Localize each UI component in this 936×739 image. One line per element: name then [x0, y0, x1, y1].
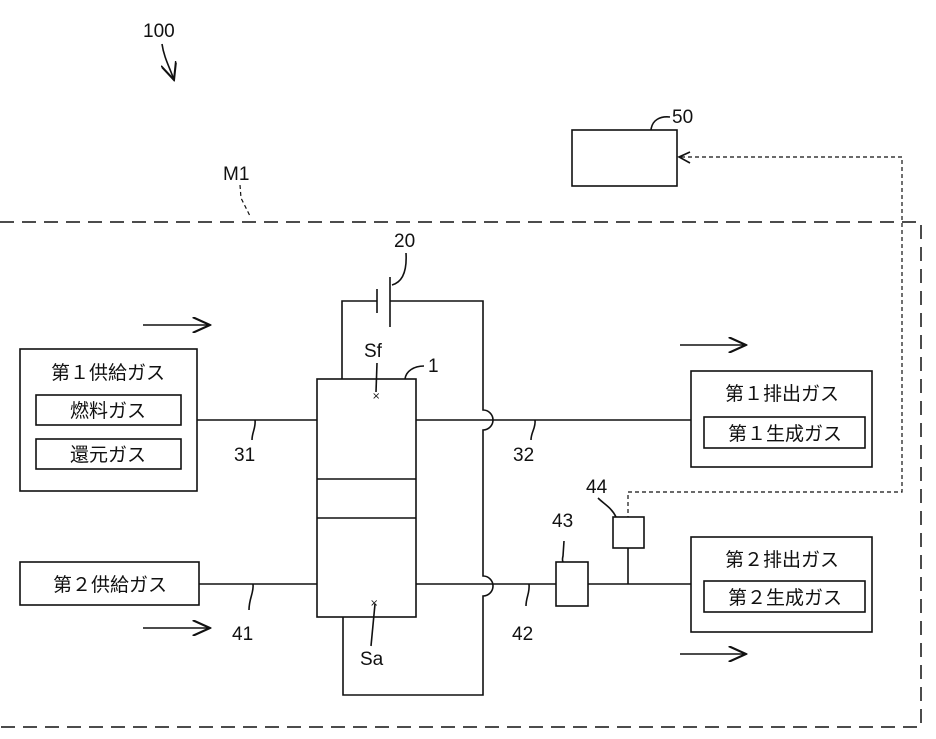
module-label: M1 — [223, 164, 249, 185]
supply1-item-fuel-text: 燃料ガス — [70, 400, 146, 422]
controller-leader — [651, 117, 670, 130]
power-source-leader — [392, 253, 406, 285]
cell-leader — [405, 366, 424, 379]
exhaust2-item-text: 第２生成ガス — [728, 587, 842, 609]
cell-stack — [317, 379, 416, 617]
pipe-42-label: 42 — [512, 624, 533, 645]
exhaust2-title: 第２排出ガス — [725, 549, 839, 571]
pipe-41-label: 41 — [232, 624, 253, 645]
module-leader — [240, 185, 250, 216]
air-side-point: × — [370, 598, 378, 609]
sensor-44-label: 44 — [586, 477, 608, 498]
sensor-44-box — [613, 517, 644, 548]
fuel-side-point: × — [372, 391, 380, 402]
fuel-side-leader — [376, 363, 377, 392]
fuel-side-label: Sf — [364, 341, 383, 362]
pipe-31-leader — [252, 420, 255, 440]
air-side-label: Sa — [360, 649, 384, 670]
controller-label: 50 — [672, 107, 693, 128]
pipe-31-label: 31 — [234, 445, 255, 466]
pipe-42-leader — [526, 584, 529, 606]
device-43-label: 43 — [552, 511, 573, 532]
supply1-item-reducing-text: 還元ガス — [70, 444, 146, 466]
exhaust1-title: 第１排出ガス — [725, 383, 839, 405]
pipe-32-label: 32 — [513, 445, 534, 466]
device-43-leader — [563, 541, 564, 562]
sensor-44-leader — [598, 498, 616, 517]
pipe-41-leader — [249, 584, 253, 610]
supply1-title: 第１供給ガス — [51, 362, 165, 384]
supply2-title: 第２供給ガス — [53, 574, 167, 596]
system-label: 100 — [143, 21, 175, 42]
exhaust1-item-text: 第１生成ガス — [728, 423, 842, 445]
cell-label: 1 — [428, 356, 439, 377]
circuit-left-wire — [342, 301, 377, 379]
system-leader-arrow — [162, 44, 174, 80]
device-43-box — [556, 562, 588, 606]
power-source-label: 20 — [394, 231, 415, 252]
pipe-32-leader — [531, 420, 535, 440]
controller-box — [572, 130, 677, 186]
